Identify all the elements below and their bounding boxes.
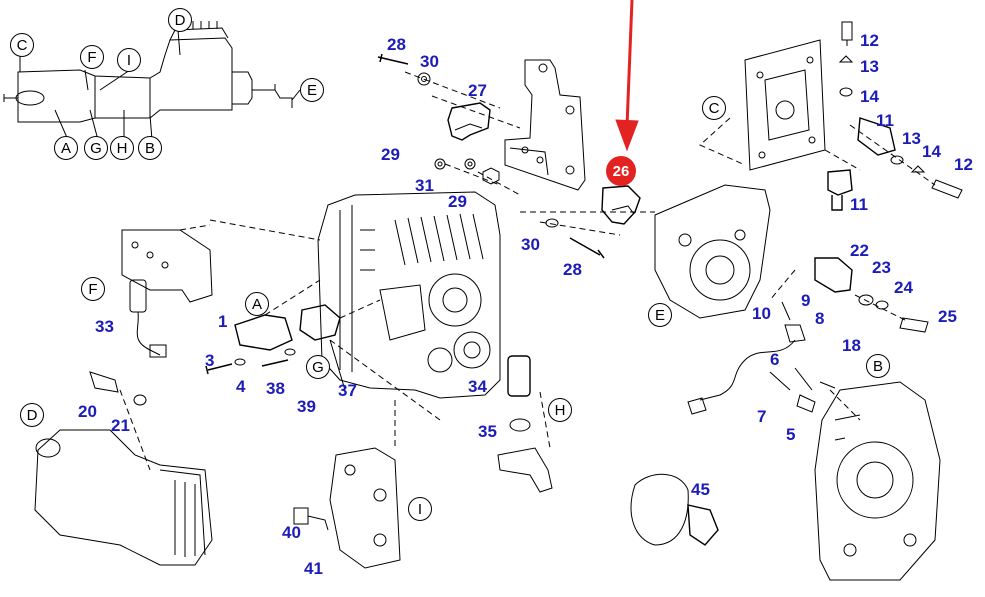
group-letter-a[interactable]: A — [245, 292, 269, 316]
part-number-5[interactable]: 5 — [786, 425, 796, 444]
part-number-7[interactable]: 7 — [757, 407, 767, 426]
part-number-45[interactable]: 45 — [691, 480, 710, 499]
part-number-21[interactable]: 21 — [111, 416, 130, 435]
part-number-20[interactable]: 20 — [78, 402, 97, 421]
highlighted-part-number: 26 — [612, 162, 630, 180]
part-number-38[interactable]: 38 — [266, 379, 285, 398]
group-letter-c[interactable]: C — [702, 96, 726, 120]
part-number-24[interactable]: 24 — [894, 278, 913, 297]
transmission-housing-drawing — [317, 191, 501, 399]
part-number-35[interactable]: 35 — [478, 422, 497, 441]
group-letter-g[interactable]: G — [306, 355, 330, 379]
part-number-40[interactable]: 40 — [282, 523, 301, 542]
part-number-22[interactable]: 22 — [850, 241, 869, 260]
front-housing-drawing — [814, 381, 941, 581]
part-number-39[interactable]: 39 — [297, 397, 316, 416]
group-letter-d[interactable]: D — [168, 8, 192, 32]
part-number-11[interactable]: 11 — [876, 111, 894, 130]
part-number-3[interactable]: 3 — [205, 351, 215, 370]
group-letter-f[interactable]: F — [81, 277, 105, 301]
red-arrow-icon — [615, 0, 639, 152]
part-number-13[interactable]: 13 — [860, 57, 879, 76]
part-number-14[interactable]: 14 — [860, 87, 879, 106]
part-number-10[interactable]: 10 — [752, 304, 771, 323]
bracket-drawing — [504, 59, 586, 191]
part-number-12[interactable]: 12 — [860, 31, 879, 50]
group-letter-c[interactable]: C — [10, 33, 34, 57]
part-number-28[interactable]: 28 — [563, 260, 582, 279]
part-number-30[interactable]: 30 — [420, 52, 439, 71]
group-letter-b[interactable]: B — [138, 136, 162, 160]
pump-assembly-drawing — [3, 21, 293, 123]
engine-block-drawing — [654, 184, 771, 319]
part-number-33[interactable]: 33 — [95, 317, 114, 336]
part-number-41[interactable]: 41 — [304, 559, 323, 578]
part-number-14[interactable]: 14 — [922, 142, 941, 161]
group-letter-i[interactable]: I — [408, 497, 432, 521]
part-number-6[interactable]: 6 — [770, 350, 780, 369]
part-number-1[interactable]: 1 — [218, 312, 228, 331]
part-number-9[interactable]: 9 — [801, 291, 811, 310]
part-number-34[interactable]: 34 — [468, 377, 487, 396]
group-letter-i[interactable]: I — [117, 48, 141, 72]
part-number-25[interactable]: 25 — [938, 307, 957, 326]
group-letter-b[interactable]: B — [866, 354, 890, 378]
part-number-4[interactable]: 4 — [236, 377, 246, 396]
part-number-27[interactable]: 27 — [468, 81, 487, 100]
part-number-13[interactable]: 13 — [902, 129, 921, 148]
group-letter-h[interactable]: H — [110, 136, 134, 160]
part-number-8[interactable]: 8 — [815, 309, 825, 328]
group-letter-e[interactable]: E — [300, 78, 324, 102]
group-letter-g[interactable]: G — [84, 136, 108, 160]
group-letter-d[interactable]: D — [20, 403, 44, 427]
group-letter-a[interactable]: A — [54, 136, 78, 160]
part-number-30[interactable]: 30 — [521, 235, 540, 254]
part-number-12[interactable]: 12 — [954, 155, 973, 174]
part-number-23[interactable]: 23 — [872, 258, 891, 277]
part-number-31[interactable]: 31 — [415, 176, 434, 195]
right-plate-drawing — [744, 39, 826, 171]
group-letter-e[interactable]: E — [648, 303, 672, 327]
part-number-11[interactable]: 11 — [850, 195, 868, 214]
group-letter-h[interactable]: H — [548, 398, 572, 422]
part-number-37[interactable]: 37 — [338, 381, 357, 400]
part-number-29[interactable]: 29 — [381, 145, 400, 164]
highlighted-part-badge[interactable]: 26 — [606, 156, 636, 186]
part-number-29[interactable]: 29 — [448, 192, 467, 211]
part-number-18[interactable]: 18 — [842, 336, 861, 355]
group-letter-f[interactable]: F — [80, 45, 104, 69]
part-number-28[interactable]: 28 — [387, 35, 406, 54]
